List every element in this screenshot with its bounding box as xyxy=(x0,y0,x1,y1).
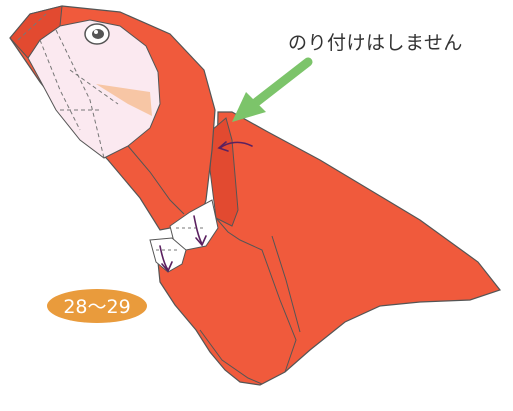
beak-tint xyxy=(96,84,152,116)
head-neck-edge xyxy=(127,145,185,215)
neck-shade xyxy=(209,117,239,227)
white-flap-dash xyxy=(156,227,206,251)
head-cap xyxy=(9,5,63,59)
white-flap-lower xyxy=(149,237,187,273)
lower-body-bottom-edge xyxy=(199,329,263,385)
face-area xyxy=(27,19,161,159)
lower-body-fold xyxy=(215,217,297,373)
step-badge: 28〜29 xyxy=(47,289,147,323)
fold-arrow-icon xyxy=(217,141,253,152)
fold-arrow-icon xyxy=(193,215,207,247)
step-badge-label: 28〜29 xyxy=(63,296,130,318)
annotation-label: のり付けはしません xyxy=(288,32,463,54)
head-cap-dash xyxy=(17,13,47,41)
lower-body-inner-line xyxy=(271,235,301,333)
pointer-arrow-icon xyxy=(232,57,313,122)
fold-arrow-icon xyxy=(159,245,173,273)
face-fold-dashes xyxy=(39,29,119,159)
eye-icon xyxy=(84,23,110,45)
